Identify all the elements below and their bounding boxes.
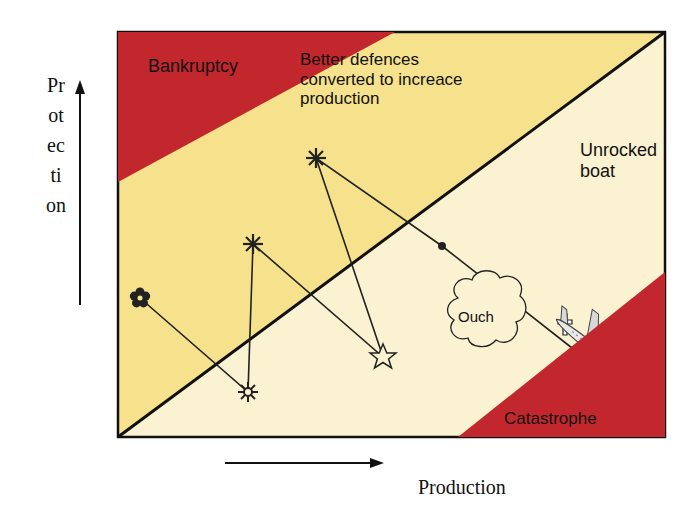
red-triangle — [458, 272, 665, 437]
axis-arrow — [79, 92, 81, 305]
region-label: Bankruptcy — [148, 56, 298, 77]
star-symbol — [370, 344, 396, 368]
unrocked-region: Unrocked boat — [580, 140, 660, 190]
region-label: Catastrophe — [504, 409, 614, 429]
dot-symbol — [438, 242, 446, 250]
region-label: Ouch — [458, 308, 518, 325]
cloud-outline — [448, 271, 526, 347]
axis-label: Production — [418, 476, 506, 499]
defence-region: Better defences converted to increace pr… — [300, 50, 490, 130]
chart-frame — [118, 32, 665, 437]
flower-symbol — [130, 288, 150, 308]
trajectory-line — [140, 158, 572, 392]
axis-arrow — [225, 462, 372, 464]
axis-label: Protection — [46, 70, 66, 220]
snowflake-symbol — [238, 382, 258, 402]
asterisk-symbol — [306, 148, 326, 168]
region-label: Unrocked boat — [580, 140, 660, 181]
lower-region — [118, 32, 665, 437]
upper-region — [118, 32, 665, 437]
arrow-head — [370, 458, 384, 468]
asterisk-symbol — [243, 234, 263, 254]
ouch-cloud: Ouch — [444, 268, 530, 350]
arrow-head — [75, 80, 85, 94]
diagonal-line — [118, 32, 665, 437]
catastrophe-region: Catastrophe — [458, 272, 665, 437]
region-label: Better defences converted to increace pr… — [300, 50, 485, 109]
